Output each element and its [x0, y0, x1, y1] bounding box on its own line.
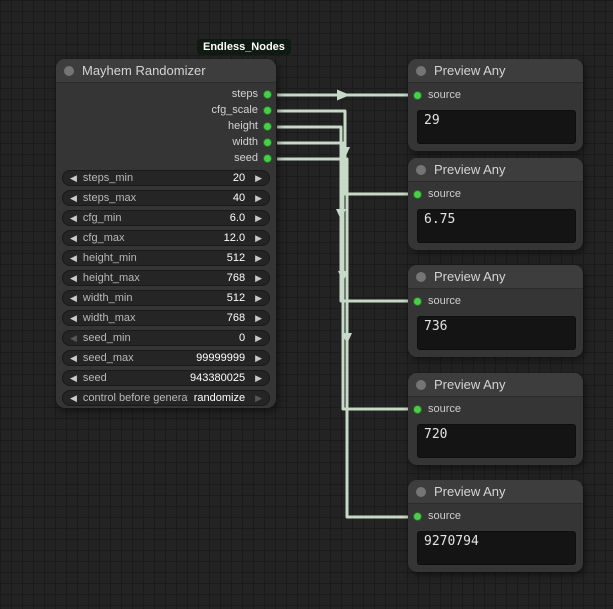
decrement-arrow-icon[interactable]: ◀ — [70, 333, 77, 343]
node-preview-any-3[interactable]: Preview Any source 736 — [408, 265, 583, 357]
increment-arrow-icon[interactable]: ▶ — [255, 193, 262, 203]
node-header[interactable]: Preview Any — [408, 480, 583, 504]
output-seed: seed — [56, 150, 272, 166]
wire-cfg-scale — [277, 109, 408, 196]
increment-arrow-icon[interactable]: ▶ — [255, 393, 262, 403]
collapse-dot-icon[interactable] — [416, 379, 426, 390]
output-height: height — [56, 118, 272, 134]
widget-control-before-generate[interactable]: ◀ control before generate randomize ▶ — [62, 390, 270, 406]
input-source: source — [413, 186, 461, 202]
wire-seed — [277, 157, 408, 519]
node-header[interactable]: Mayhem Randomizer — [56, 59, 276, 83]
increment-arrow-icon[interactable]: ▶ — [255, 213, 262, 223]
output-port-icon[interactable] — [263, 89, 272, 99]
decrement-arrow-icon[interactable]: ◀ — [70, 353, 77, 363]
input-port-icon[interactable] — [413, 511, 422, 521]
collapse-dot-icon[interactable] — [64, 65, 74, 76]
collapse-dot-icon[interactable] — [416, 271, 426, 282]
preview-value-box[interactable]: 9270794 — [417, 531, 576, 565]
wire-arrow-down — [340, 147, 350, 158]
widget-width-max[interactable]: ◀ width_max 768 ▶ — [62, 310, 270, 326]
input-source: source — [413, 293, 461, 309]
output-port-icon[interactable] — [263, 121, 272, 131]
node-title: Preview Any — [434, 484, 506, 499]
widget-seed-min[interactable]: ◀ seed_min 0 ▶ — [62, 330, 270, 346]
wire-arrow-right — [337, 89, 350, 101]
node-title: Preview Any — [434, 162, 506, 177]
decrement-arrow-icon[interactable]: ◀ — [70, 373, 77, 383]
decrement-arrow-icon[interactable]: ◀ — [70, 313, 77, 323]
decrement-arrow-icon[interactable]: ◀ — [70, 173, 77, 183]
output-steps: steps — [56, 86, 272, 102]
input-source: source — [413, 87, 461, 103]
input-source: source — [413, 401, 461, 417]
node-title: Preview Any — [434, 269, 506, 284]
widget-steps-max[interactable]: ◀ steps_max 40 ▶ — [62, 190, 270, 206]
output-port-icon[interactable] — [263, 105, 272, 115]
input-source: source — [413, 508, 461, 524]
increment-arrow-icon[interactable]: ▶ — [255, 313, 262, 323]
decrement-arrow-icon[interactable]: ◀ — [70, 393, 77, 403]
widget-cfg-max[interactable]: ◀ cfg_max 12.0 ▶ — [62, 230, 270, 246]
output-port-icon[interactable] — [263, 137, 272, 147]
node-header[interactable]: Preview Any — [408, 373, 583, 397]
widget-height-min[interactable]: ◀ height_min 512 ▶ — [62, 250, 270, 266]
output-slots: steps cfg_scale height width seed — [56, 86, 272, 166]
node-preview-any-5[interactable]: Preview Any source 9270794 — [408, 480, 583, 572]
collapse-dot-icon[interactable] — [416, 65, 426, 76]
input-port-icon[interactable] — [413, 404, 422, 414]
node-title: Preview Any — [434, 377, 506, 392]
node-preview-any-1[interactable]: Preview Any source 29 — [408, 59, 583, 151]
node-title: Preview Any — [434, 63, 506, 78]
decrement-arrow-icon[interactable]: ◀ — [70, 233, 77, 243]
decrement-arrow-icon[interactable]: ◀ — [70, 193, 77, 203]
output-width: width — [56, 134, 272, 150]
widget-list: ◀ steps_min 20 ▶ ◀ steps_max 40 ▶ ◀ cfg_… — [62, 170, 270, 410]
input-port-icon[interactable] — [413, 296, 422, 306]
node-preview-any-2[interactable]: Preview Any source 6.75 — [408, 158, 583, 250]
decrement-arrow-icon[interactable]: ◀ — [70, 273, 77, 283]
increment-arrow-icon[interactable]: ▶ — [255, 353, 262, 363]
increment-arrow-icon[interactable]: ▶ — [255, 233, 262, 243]
wire-height — [277, 125, 408, 303]
preview-value-box[interactable]: 736 — [417, 316, 576, 350]
widget-seed-max[interactable]: ◀ seed_max 99999999 ▶ — [62, 350, 270, 366]
node-preview-any-4[interactable]: Preview Any source 720 — [408, 373, 583, 465]
preview-value-box[interactable]: 29 — [417, 110, 576, 144]
wire-width — [277, 141, 408, 411]
increment-arrow-icon[interactable]: ▶ — [255, 173, 262, 183]
increment-arrow-icon[interactable]: ▶ — [255, 373, 262, 383]
widget-seed[interactable]: ◀ seed 943380025 ▶ — [62, 370, 270, 386]
output-cfg-scale: cfg_scale — [56, 102, 272, 118]
increment-arrow-icon[interactable]: ▶ — [255, 293, 262, 303]
collapse-dot-icon[interactable] — [416, 164, 426, 175]
output-port-icon[interactable] — [263, 153, 272, 163]
wire-arrow-down — [338, 271, 348, 282]
decrement-arrow-icon[interactable]: ◀ — [70, 213, 77, 223]
node-header[interactable]: Preview Any — [408, 59, 583, 83]
preview-value-box[interactable]: 720 — [417, 424, 576, 458]
input-port-icon[interactable] — [413, 90, 422, 100]
wire-arrow-down — [336, 209, 346, 220]
decrement-arrow-icon[interactable]: ◀ — [70, 253, 77, 263]
widget-height-max[interactable]: ◀ height_max 768 ▶ — [62, 270, 270, 286]
collapse-dot-icon[interactable] — [416, 486, 426, 497]
node-title: Mayhem Randomizer — [82, 63, 206, 78]
node-mayhem-randomizer[interactable]: Mayhem Randomizer steps cfg_scale height… — [56, 59, 276, 408]
node-group-badge: Endless_Nodes — [197, 39, 291, 55]
node-header[interactable]: Preview Any — [408, 265, 583, 289]
decrement-arrow-icon[interactable]: ◀ — [70, 293, 77, 303]
increment-arrow-icon[interactable]: ▶ — [255, 273, 262, 283]
node-header[interactable]: Preview Any — [408, 158, 583, 182]
wire-arrow-down — [342, 333, 352, 344]
preview-value-box[interactable]: 6.75 — [417, 209, 576, 243]
widget-cfg-min[interactable]: ◀ cfg_min 6.0 ▶ — [62, 210, 270, 226]
increment-arrow-icon[interactable]: ▶ — [255, 333, 262, 343]
increment-arrow-icon[interactable]: ▶ — [255, 253, 262, 263]
widget-width-min[interactable]: ◀ width_min 512 ▶ — [62, 290, 270, 306]
input-port-icon[interactable] — [413, 189, 422, 199]
widget-steps-min[interactable]: ◀ steps_min 20 ▶ — [62, 170, 270, 186]
